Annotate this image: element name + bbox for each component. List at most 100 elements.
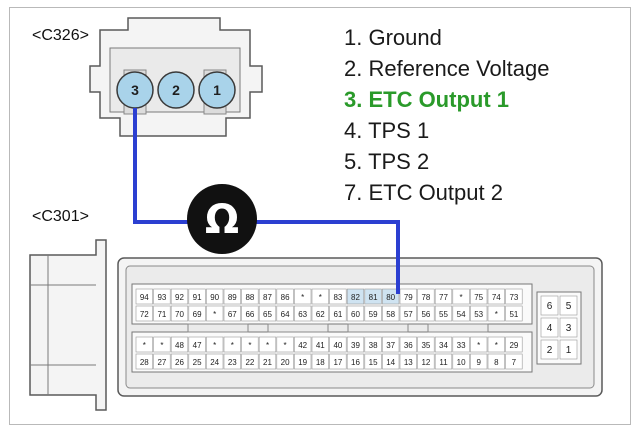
c301-pin-cell — [206, 353, 224, 370]
c301-pin-label: * — [284, 341, 287, 350]
c301-pin-cell — [223, 336, 241, 353]
c301-pin-label: 86 — [281, 293, 290, 302]
c301-pin-label: 93 — [157, 293, 166, 302]
c301-pin-cell — [188, 336, 206, 353]
c301-pin-cell — [170, 305, 189, 322]
c301-pin-cell — [452, 305, 470, 322]
c301-pin-cell — [434, 288, 453, 305]
c301-pin-label: 65 — [263, 310, 272, 319]
c301-pin-label: 58 — [386, 310, 395, 319]
pin-legend: 1. Ground 2. Reference Voltage 3. ETC Ou… — [344, 25, 549, 205]
c301-pin-label: 87 — [263, 293, 272, 302]
c301-pin-cell — [417, 353, 435, 370]
c301-pin-label: * — [301, 293, 304, 302]
c301-pin-label: 26 — [175, 358, 184, 367]
c326-pin-label: 1 — [213, 82, 221, 98]
c301-pin-label: 51 — [509, 310, 518, 319]
c301-pin-cell — [135, 305, 153, 322]
c301-pin-cell — [364, 353, 382, 370]
c301-pin-cell — [258, 305, 277, 322]
c301-pin-cell — [487, 336, 505, 353]
c301-pin-label: 66 — [245, 310, 254, 319]
c301-pin-cell — [434, 336, 453, 353]
c301-pin-cell — [487, 288, 505, 305]
c301-pin-cell — [487, 353, 505, 370]
c301-pin-label: 75 — [474, 293, 483, 302]
c301-pin-cell — [153, 305, 171, 322]
c326-pin-label: 2 — [172, 82, 180, 98]
c301-pin-cell — [382, 305, 400, 322]
c301-pin-cell — [206, 336, 224, 353]
c301-pin-label: 33 — [457, 341, 466, 350]
c301-pin-label: 67 — [228, 310, 237, 319]
c301-pin-label: 39 — [351, 341, 360, 350]
c301-pin-cell — [241, 288, 259, 305]
c301-pin-label: 19 — [298, 358, 307, 367]
c301-right-pin-cell — [559, 339, 578, 360]
c301-pin-label: * — [213, 341, 216, 350]
c301-pin-cell — [399, 336, 417, 353]
c301-pin-cell — [505, 305, 523, 322]
c301-pin-label: 82 — [351, 293, 360, 302]
c326-label: <C326> — [32, 27, 89, 44]
c301-pin-label: 11 — [439, 358, 448, 367]
c301-pin-label: 57 — [404, 310, 413, 319]
c301-pin-cell — [382, 288, 400, 305]
c301-pin-cell — [258, 288, 277, 305]
c301-pin-label: * — [495, 341, 498, 350]
c301-pin-label: 81 — [369, 293, 378, 302]
c326-pin-label: 3 — [131, 82, 139, 98]
c301-pin-cell — [364, 288, 382, 305]
legend-item: 5. TPS 2 — [344, 149, 429, 174]
c301-pin-cell — [329, 305, 347, 322]
c301-pin-label: 25 — [193, 358, 202, 367]
c301-pin-label: 53 — [474, 310, 483, 319]
c301-pin-cell — [153, 353, 171, 370]
c301-pin-label: 16 — [351, 358, 360, 367]
c301-pin-label: 9 — [476, 358, 481, 367]
c301-pin-label: 7 — [512, 358, 517, 367]
c301-pin-label: 14 — [386, 358, 395, 367]
c301-right-pin-cell — [540, 317, 559, 338]
c301-pin-label: 90 — [210, 293, 219, 302]
c301-pin-cell — [329, 336, 347, 353]
c301-pin-label: 70 — [175, 310, 184, 319]
c301-pin-label: 12 — [421, 358, 430, 367]
c301-right-pin-label: 5 — [566, 301, 572, 312]
c301-pin-cell — [258, 353, 277, 370]
c301-pin-label: 35 — [421, 341, 430, 350]
c301-pin-cell — [470, 288, 488, 305]
c301-right-pin-cell — [540, 295, 559, 316]
c301-label: <C301> — [32, 208, 89, 225]
c301-pin-cell — [170, 288, 189, 305]
legend-item: 2. Reference Voltage — [344, 56, 549, 81]
c301-pin-cell — [329, 353, 347, 370]
c301-pin-label: * — [248, 341, 251, 350]
c301-pin-label: 55 — [439, 310, 448, 319]
c301-pin-label: 22 — [245, 358, 254, 367]
meter-lead-wire — [133, 108, 400, 294]
c301-right-pin-cell — [559, 295, 578, 316]
c301-pin-label: 91 — [193, 293, 202, 302]
c301-pin-label: 48 — [175, 341, 184, 350]
c301-pin-cell — [487, 305, 505, 322]
c301-pin-label: 72 — [140, 310, 149, 319]
c301-pin-label: 10 — [457, 358, 466, 367]
c301-pin-cell — [258, 336, 277, 353]
c301-pin-cell — [470, 336, 488, 353]
c301-right-pin-label: 6 — [547, 301, 553, 312]
c301-pin-label: 38 — [369, 341, 378, 350]
c301-pin-cell — [206, 305, 224, 322]
c301-pin-label: 42 — [298, 341, 307, 350]
c301-pin-label: 28 — [140, 358, 149, 367]
c301-key — [267, 323, 329, 333]
c301-pin-cell — [417, 336, 435, 353]
c301-pin-cell — [417, 305, 435, 322]
c301-pin-cell — [311, 305, 329, 322]
c301-pin-label: 88 — [245, 293, 254, 302]
c301-pin-label: * — [495, 310, 498, 319]
c301-pin-label: 71 — [157, 310, 166, 319]
c301-pin-cell — [153, 288, 171, 305]
